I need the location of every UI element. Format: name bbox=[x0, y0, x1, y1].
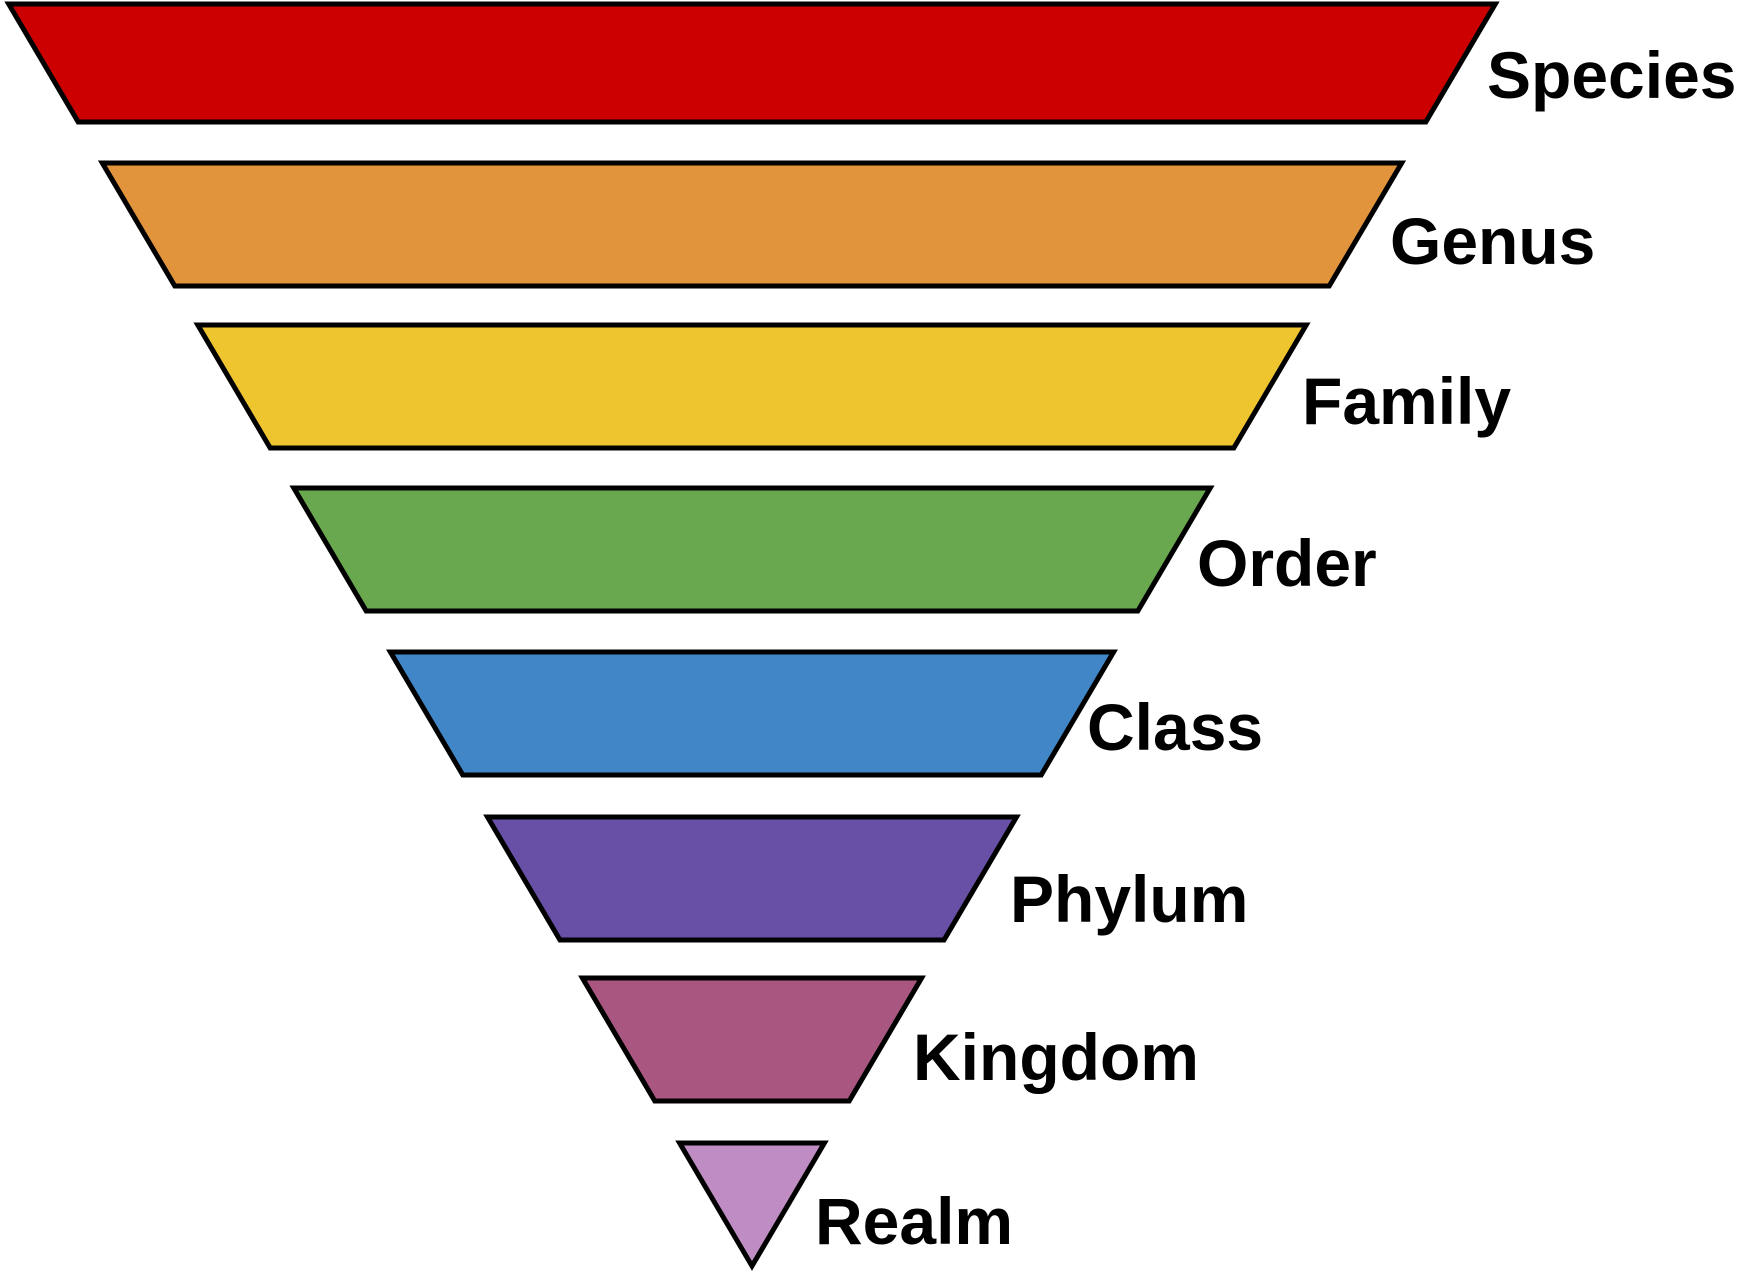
funnel-band-phylum bbox=[483, 814, 1021, 943]
funnel-level-species: Species bbox=[4, 1, 1737, 125]
funnel-level-class: Class bbox=[386, 649, 1263, 778]
funnel-band-genus bbox=[97, 160, 1407, 289]
funnel-level-kingdom: Kingdom bbox=[578, 975, 1199, 1104]
funnel-label-family: Family bbox=[1302, 364, 1511, 438]
funnel-label-kingdom: Kingdom bbox=[913, 1020, 1199, 1094]
funnel-band-realm bbox=[675, 1140, 829, 1271]
funnel-level-realm: Realm bbox=[675, 1140, 1013, 1271]
funnel-band-order bbox=[289, 485, 1215, 614]
funnel-band-kingdom bbox=[578, 975, 926, 1104]
funnel-band-class bbox=[386, 649, 1118, 778]
funnel-level-phylum: Phylum bbox=[483, 814, 1248, 943]
funnel-label-phylum: Phylum bbox=[1010, 862, 1248, 936]
funnel-band-family bbox=[193, 322, 1311, 451]
funnel-label-order: Order bbox=[1197, 526, 1377, 600]
funnel-label-realm: Realm bbox=[815, 1184, 1013, 1258]
funnel-label-species: Species bbox=[1487, 38, 1737, 112]
funnel-label-class: Class bbox=[1087, 690, 1263, 764]
funnel-level-family: Family bbox=[193, 322, 1511, 451]
funnel-level-genus: Genus bbox=[97, 160, 1595, 289]
funnel-label-genus: Genus bbox=[1390, 204, 1595, 278]
funnel-level-order: Order bbox=[289, 485, 1377, 614]
funnel-band-species bbox=[4, 1, 1500, 125]
